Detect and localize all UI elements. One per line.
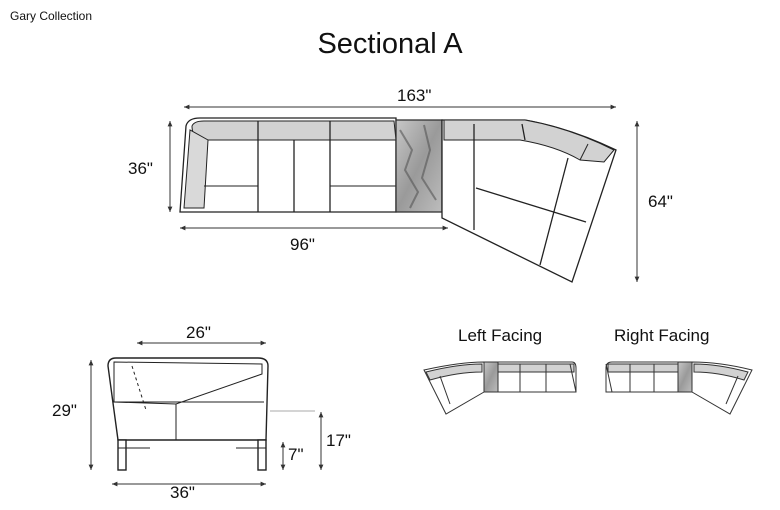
right-facing-label: Right Facing <box>614 326 710 345</box>
seat-height-label: 17" <box>326 431 351 450</box>
depth-label: 36" <box>128 159 153 178</box>
left-length-label: 96" <box>290 235 315 254</box>
left-back-cushion <box>191 120 397 141</box>
leg-height-label: 7" <box>288 445 304 464</box>
height-label: 29" <box>52 401 77 420</box>
total-width-label: 163" <box>397 86 432 105</box>
brand-label: Gary Collection <box>10 9 93 23</box>
chair-back <box>113 361 263 405</box>
side-view <box>88 340 324 487</box>
seat-depth-label: 26" <box>186 323 211 342</box>
left-facing-thumbnail <box>423 361 577 415</box>
top-view <box>167 104 640 283</box>
page-title: Sectional A <box>317 28 463 60</box>
left-section-outline <box>179 117 397 213</box>
right-facing-thumbnail <box>605 361 753 415</box>
side-depth-label: 36" <box>170 483 195 502</box>
front-leg <box>117 439 127 471</box>
rear-leg <box>257 439 267 471</box>
left-arm <box>183 129 209 209</box>
right-back-cushion <box>443 119 615 163</box>
left-facing-label: Left Facing <box>458 326 543 345</box>
right-depth-label: 64" <box>648 192 673 211</box>
